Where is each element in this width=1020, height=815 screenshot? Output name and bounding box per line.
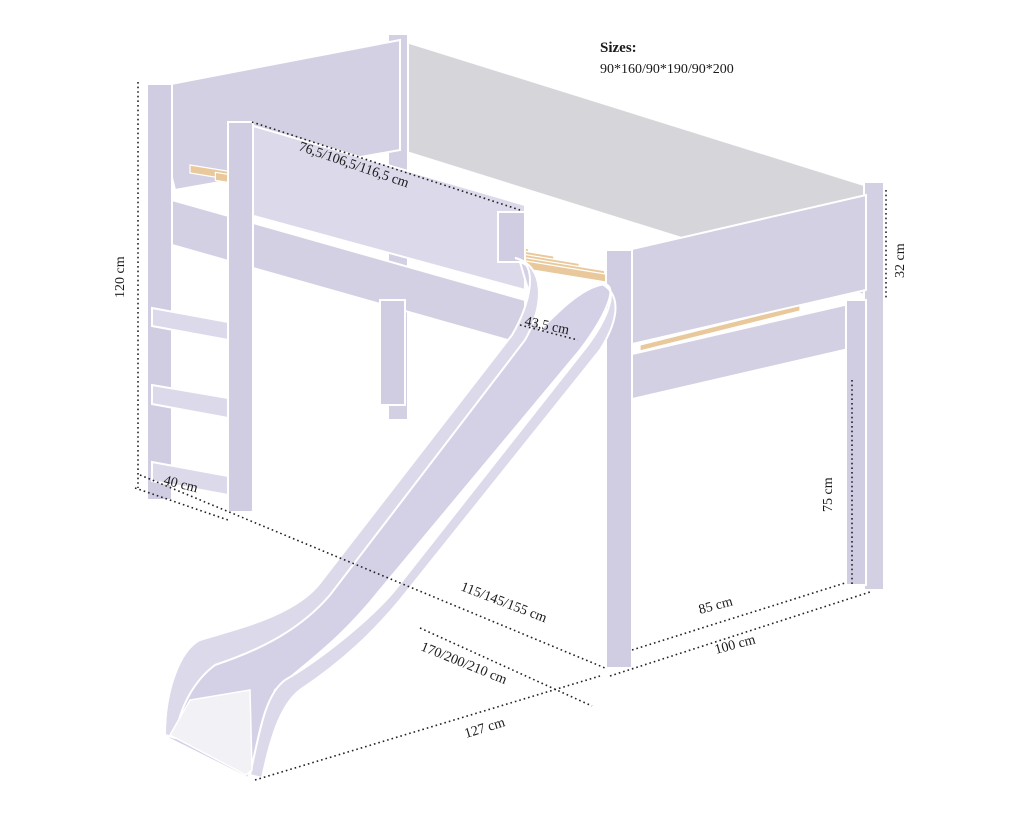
dim-outer-width: 100 cm [713,633,757,658]
ladder-rung-3 [151,460,229,497]
rear-foot-leg [845,299,867,586]
front-ladder-post [227,121,254,513]
slide-left-wall [163,257,540,740]
ladder-rung-2 [151,383,229,420]
dim-line-outer [609,591,871,677]
dim-line-side [139,474,606,669]
dim-line-inner [631,582,846,651]
dim-line-top [251,121,521,211]
front-mid-post [497,211,526,263]
front-foot-leg [605,249,633,669]
sizes-label: Sizes: [600,40,637,56]
ladder-rung-1 [151,306,229,342]
slide-exit-lip [168,689,253,776]
dim-under-height: 75 cm [821,477,836,512]
dim-slide-depth: 127 cm [463,715,507,742]
dim-line-slide-length [419,627,593,707]
dim-line-slide-depth [254,675,601,781]
dimension-lines [134,82,887,781]
dim-slide-length: 170/200/210 cm [419,640,509,688]
dim-line-slide-width [519,324,579,341]
slide [163,257,617,780]
rear-inner-leg [379,299,406,406]
slide-right-wall [248,281,617,780]
sizes-value: 90*160/90*190/90*200 [600,62,734,77]
dim-rail-height: 32 cm [893,243,908,278]
head-left-post [146,83,173,501]
dim-inner-width: 85 cm [697,594,734,617]
dim-height-total: 120 cm [113,256,128,298]
dim-side-length: 115/145/155 cm [459,580,549,627]
